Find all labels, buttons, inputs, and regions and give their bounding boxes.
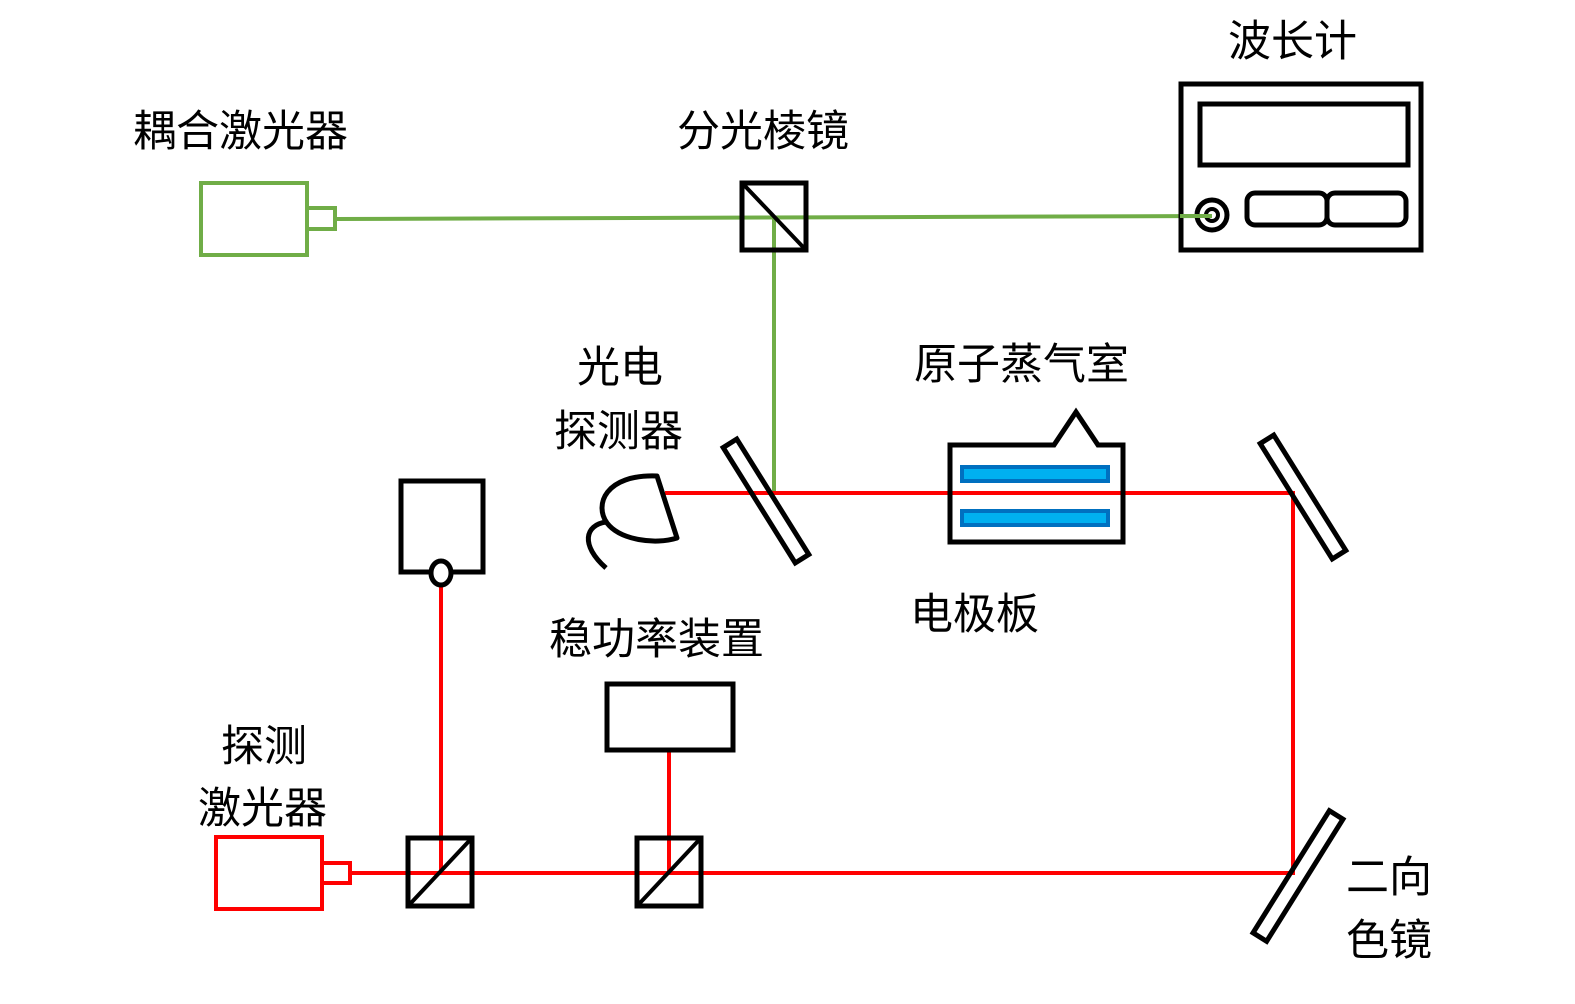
dichroic-mirror-upper-left[interactable] xyxy=(719,435,813,567)
coupling-laser-body xyxy=(199,181,309,257)
photodetector-cable xyxy=(585,519,608,570)
wavemeter-display xyxy=(1197,101,1411,168)
photodetector-label-line2: 探测器 xyxy=(554,407,683,457)
probe-laser[interactable] xyxy=(214,835,352,911)
fiber-coupler-box[interactable] xyxy=(398,478,486,588)
dichroic-mirror-lower-right[interactable] xyxy=(1249,807,1347,945)
mirror-upper-left-plate xyxy=(719,435,813,567)
beam-splitter-prism-label: 分光棱镜 xyxy=(677,107,849,157)
fiber-coupler-port-icon xyxy=(428,558,454,588)
fiber-coupler-box-body xyxy=(398,478,486,575)
probe-laser-body xyxy=(214,835,324,911)
coupling-laser-aperture xyxy=(305,206,337,231)
beam-splitter-top-diagonal xyxy=(742,183,806,250)
dichroic-mirror-lower-right-plate xyxy=(1249,807,1347,945)
mirror-upper-right-plate xyxy=(1256,431,1350,563)
power-stabilizer[interactable] xyxy=(604,681,736,753)
beam-splitter-top[interactable] xyxy=(739,180,809,253)
probe-laser-label-line1: 探测 xyxy=(221,722,307,772)
dichroic-mirror-label-line1: 二向 xyxy=(1346,853,1432,903)
wavemeter[interactable] xyxy=(1178,81,1424,253)
wavemeter-body xyxy=(1178,81,1424,253)
beam-splitter-2-diagonal xyxy=(637,838,701,906)
dichroic-mirror-label-line2: 色镜 xyxy=(1346,916,1432,966)
coupling-laser-label: 耦合激光器 xyxy=(133,107,348,157)
electrode-plate-bottom xyxy=(960,509,1110,527)
beam-splitter-1[interactable] xyxy=(405,835,475,909)
power-stabilizer-body xyxy=(604,681,736,753)
probe-beam xyxy=(350,491,1295,875)
power-stabilizer-label: 稳功率装置 xyxy=(549,615,764,665)
beam-splitter-1-diagonal xyxy=(408,838,472,906)
coupling-laser[interactable] xyxy=(199,181,337,257)
beam-splitter-2-cube xyxy=(634,835,704,909)
vapor-cell-body xyxy=(947,407,1126,545)
mirror-upper-right[interactable] xyxy=(1256,431,1350,563)
beam-splitter-1-cube xyxy=(405,835,475,909)
probe-laser-aperture xyxy=(320,861,352,885)
beam-splitter-2[interactable] xyxy=(634,835,704,909)
wavemeter-button-right xyxy=(1324,190,1409,228)
wavemeter-label: 波长计 xyxy=(1228,17,1357,67)
beam-splitter-top-cube xyxy=(739,180,809,253)
photodetector[interactable] xyxy=(585,473,680,570)
electrode-plates-label: 电极板 xyxy=(910,590,1039,640)
vapor-cell-label: 原子蒸气室 xyxy=(914,340,1129,390)
vapor-cell[interactable] xyxy=(947,407,1126,545)
probe-laser-label-line2: 激光器 xyxy=(198,784,327,834)
electrode-plate-top xyxy=(960,465,1110,483)
wavemeter-button-left xyxy=(1244,190,1330,228)
photodetector-head xyxy=(599,473,680,544)
photodetector-label-line1: 光电 xyxy=(577,343,663,393)
